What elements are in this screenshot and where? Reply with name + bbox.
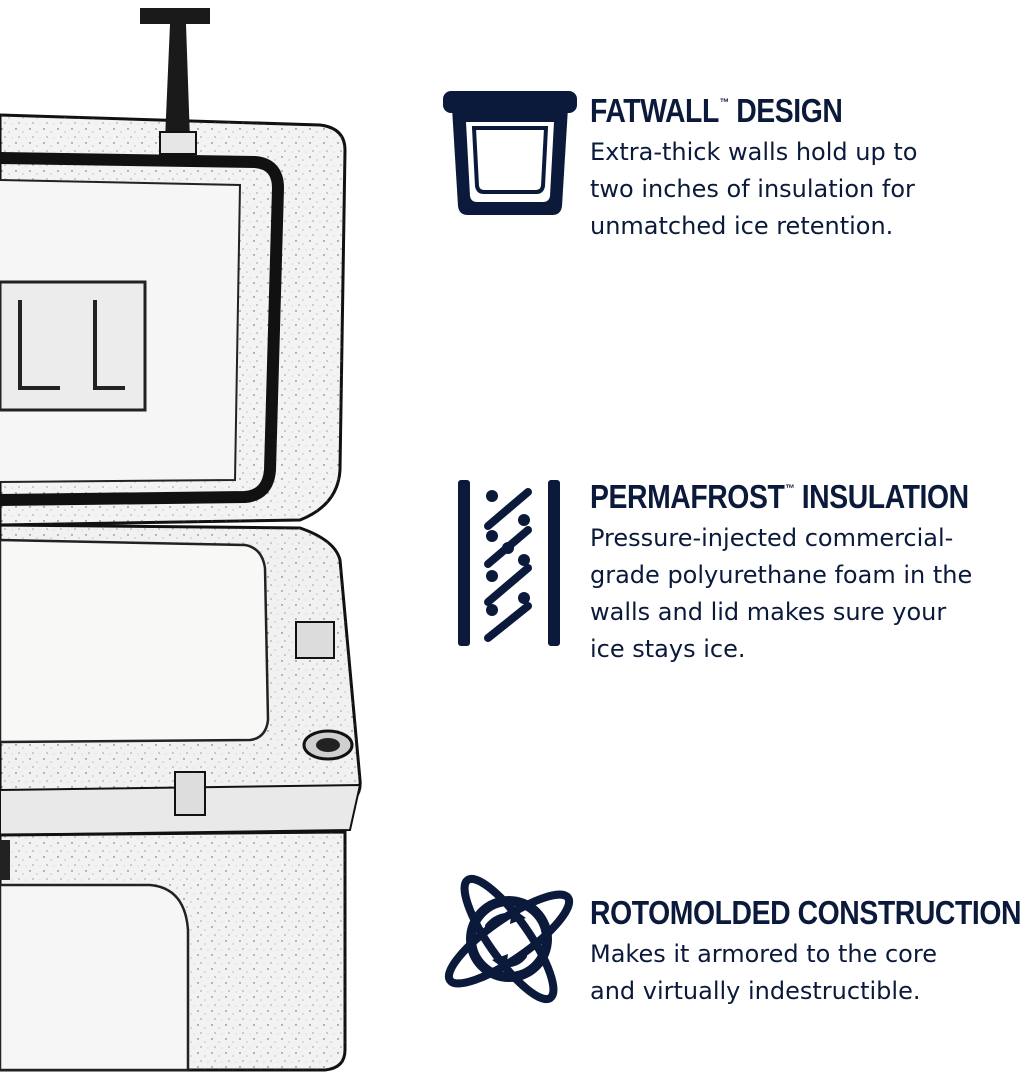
feature-description: Extra-thick walls hold up to two inches … [590,138,918,240]
cooler-wall-icon [443,91,577,215]
feature-title: PERMAFROST™ INSULATION [590,478,969,515]
feature-permafrost: PERMAFROST™ INSULATION Pressure-injected… [590,470,1024,668]
orbit-molding-icon [444,874,574,1004]
insulation-layers-icon [458,480,560,646]
feature-fatwall: FATWALL™ DESIGN Extra-thick walls hold u… [590,84,1024,245]
feature-description: Pressure-injected commercial- grade poly… [590,524,973,663]
feature-title: FATWALL™ DESIGN [590,92,843,129]
feature-title: ROTOMOLDED CONSTRUCTION [590,894,1022,931]
cooler-illustration [0,8,362,1072]
feature-rotomolded: ROTOMOLDED CONSTRUCTION Makes it armored… [590,886,1024,1010]
feature-description: Makes it armored to the core and virtual… [590,940,937,1005]
